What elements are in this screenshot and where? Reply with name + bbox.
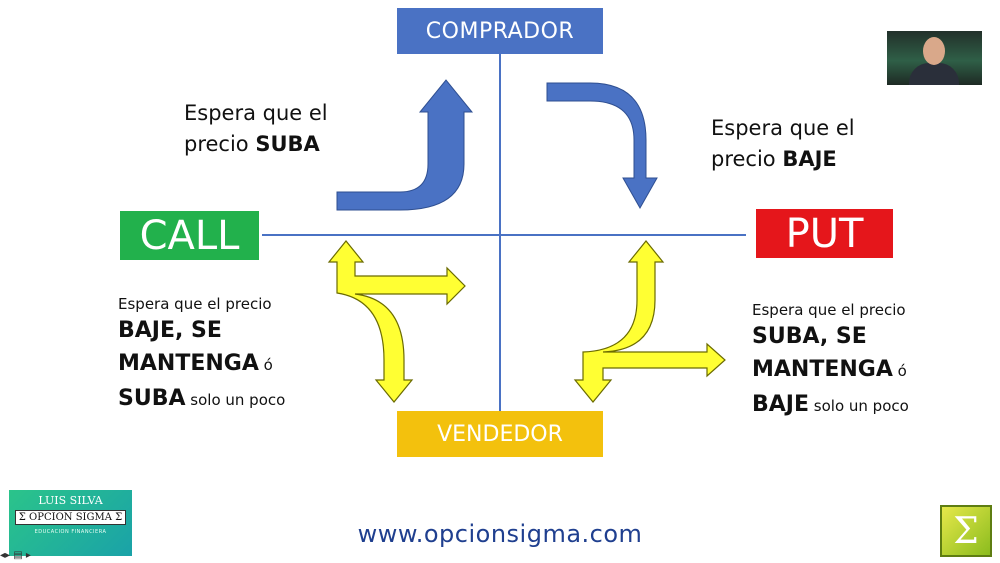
call-seller-intro: Espera que el precio [118,295,272,313]
opcion-sigma-logo: LUIS SILVA Σ OPCION SIGMA Σ EDUCACION FI… [9,490,132,556]
arrow-multi-icon-put [573,240,726,403]
put-buyer-line2-pre: precio [711,147,783,171]
put-buyer-text: Espera que el precio BAJE [711,113,855,175]
logo-tagline: EDUCACION FINANCIERA [34,529,107,535]
call-seller-line1: BAJE, SE [118,318,222,343]
call-buyer-line2-bold: SUBA [255,132,320,156]
vendedor-label: VENDEDOR [397,411,603,457]
arrow-multi-icon-call [327,240,466,403]
webcam-presenter [887,31,982,85]
slide-nav-controls[interactable]: ◂▸ ▤ ▸ [0,550,31,561]
call-label: CALL [120,211,259,260]
call-seller-line2-bold: MANTENGA [118,351,259,376]
comprador-label: COMPRADOR [397,8,603,54]
put-seller-text: Espera que el precio SUBA, SE MANTENGA ó… [752,300,909,423]
put-buyer-line1: Espera que el [711,116,855,140]
call-seller-line3-small: solo un poco [185,391,286,409]
put-label: PUT [756,209,893,258]
logo-name: LUIS SILVA [38,494,103,507]
put-seller-intro: Espera que el precio [752,301,906,319]
call-buyer-line2-pre: precio [184,132,256,156]
put-seller-line2-bold: MANTENGA [752,357,893,382]
call-seller-line3-bold: SUBA [118,386,186,411]
call-seller-text: Espera que el precio BAJE, SE MANTENGA ó… [118,294,285,417]
put-buyer-line2: precio BAJE [711,144,855,175]
sigma-icon: Σ [940,505,992,557]
presenter-body [909,63,959,85]
arrow-down-icon [546,82,658,210]
logo-brand: Σ OPCION SIGMA Σ [15,510,126,525]
put-seller-line1: SUBA, SE [752,324,867,349]
put-seller-line3-small: solo un poco [809,397,909,415]
call-seller-line2-small: ó [258,356,273,374]
put-seller-line2: MANTENGA ó [752,353,909,388]
call-seller-line2: MANTENGA ó [118,347,285,382]
put-seller-line3: BAJE solo un poco [752,388,909,423]
call-buyer-text: Espera que el precio SUBA [184,98,328,160]
put-seller-line3-bold: BAJE [752,392,810,417]
presenter-head [923,37,945,65]
call-seller-line3: SUBA solo un poco [118,382,285,417]
website-url: www.opcionsigma.com [357,520,643,548]
put-seller-line2-small: ó [892,362,907,380]
call-buyer-line1: Espera que el [184,101,328,125]
arrow-up-icon [336,79,474,211]
call-buyer-line2: precio SUBA [184,129,328,160]
put-buyer-line2-bold: BAJE [782,147,837,171]
